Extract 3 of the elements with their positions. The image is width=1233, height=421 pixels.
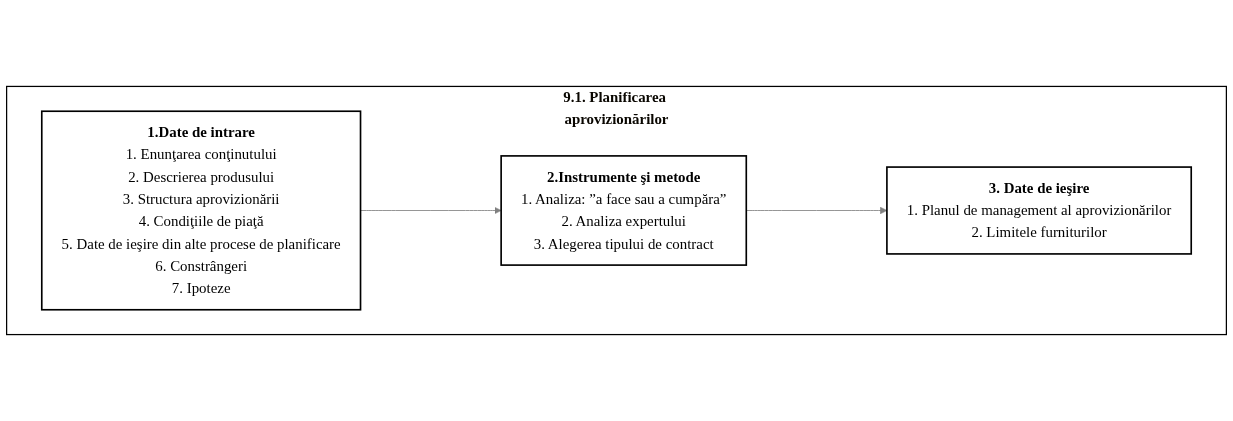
node-box: 2.Instrumente şi metode 1. Analiza: ”a face sau a cumpăra” 2. Analiza expertului 3. Alegerea tipului de contract	[500, 155, 748, 266]
node-box: 1.Date de intrare 1. Enunţarea conţinutului 2. Descrierea produsului 3. Structura aprovizionării 4. Condiţiile de piaţă 5. Date de ieşire din alte procese de planificare 6. Constrângeri 7. Ipoteze	[40, 110, 362, 311]
node-box: 3. Date de ieşire 1. Planul de management al aprovizionărilor 2. Limitele furniturilor	[886, 166, 1193, 255]
